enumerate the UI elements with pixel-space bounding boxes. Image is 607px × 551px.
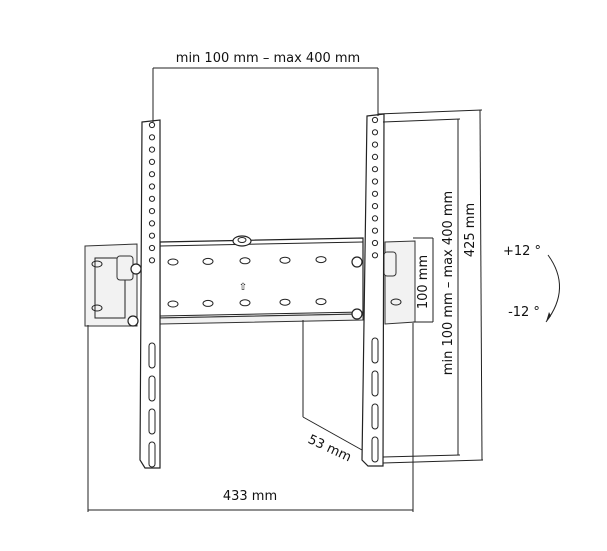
tilt-arc (545, 254, 560, 323)
arm-hole (148, 121, 156, 129)
arm-slot (371, 337, 379, 364)
depth-label: 53 mm (305, 432, 353, 465)
plate-slot (279, 298, 291, 306)
arm-hole (371, 153, 379, 160)
arm-hole (148, 158, 156, 165)
arm-hole (371, 203, 379, 210)
tilt-knobs (116, 251, 397, 327)
plate-slot (202, 299, 214, 307)
arm-slot (371, 403, 379, 430)
arm-slot (148, 375, 156, 402)
total-height-label: 425 mm (463, 203, 478, 257)
vertical-range-label: min 100 mm – max 400 mm (441, 191, 456, 375)
arm-hole (371, 227, 379, 234)
up-arrow-icon: ⇧ (239, 282, 247, 293)
plate-slot (315, 256, 327, 264)
plate-slot (315, 298, 327, 306)
arm-hole (148, 171, 156, 178)
tilt-up-label: +12 ° (503, 244, 541, 259)
plate-slot (202, 257, 214, 265)
dimension-lines (87, 67, 560, 512)
mounting-plate: ⇧ (159, 235, 364, 325)
arm-slot (371, 436, 379, 463)
arm-hole (371, 239, 379, 247)
plate-slot (239, 299, 251, 307)
arm-hole (371, 190, 379, 197)
arm-hole (371, 129, 379, 136)
plate-slot (239, 257, 251, 265)
arm-hole (371, 116, 379, 124)
arm-hole (371, 178, 379, 185)
plate-slot (167, 300, 179, 308)
arm-slot (148, 342, 156, 369)
top-width-label: min 100 mm – max 400 mm (176, 51, 360, 66)
arrow-head-icon (546, 312, 551, 322)
arm-slot (148, 408, 156, 435)
plate-slot (279, 256, 291, 264)
arm-hole (148, 244, 156, 252)
arm-hole (148, 257, 156, 264)
arm-slot (371, 370, 379, 397)
arm-hole (371, 215, 379, 222)
arm-hole (371, 141, 379, 148)
level-knob (232, 235, 252, 247)
total-width-label: 433 mm (223, 489, 277, 504)
arm-hole (148, 232, 156, 239)
right-arm (361, 113, 385, 467)
plate-slot (167, 258, 179, 266)
tilt-down-label: -12 ° (508, 305, 540, 320)
arm-hole (148, 220, 156, 227)
arm-hole (371, 166, 379, 173)
plate-height-label: 100 mm (416, 255, 431, 309)
arm-hole (148, 146, 156, 153)
arm-hole (148, 183, 156, 190)
arm-hole (371, 252, 379, 259)
arm-slot (148, 441, 156, 468)
arm-hole (148, 208, 156, 215)
arm-hole (148, 195, 156, 202)
arm-hole (148, 134, 156, 141)
